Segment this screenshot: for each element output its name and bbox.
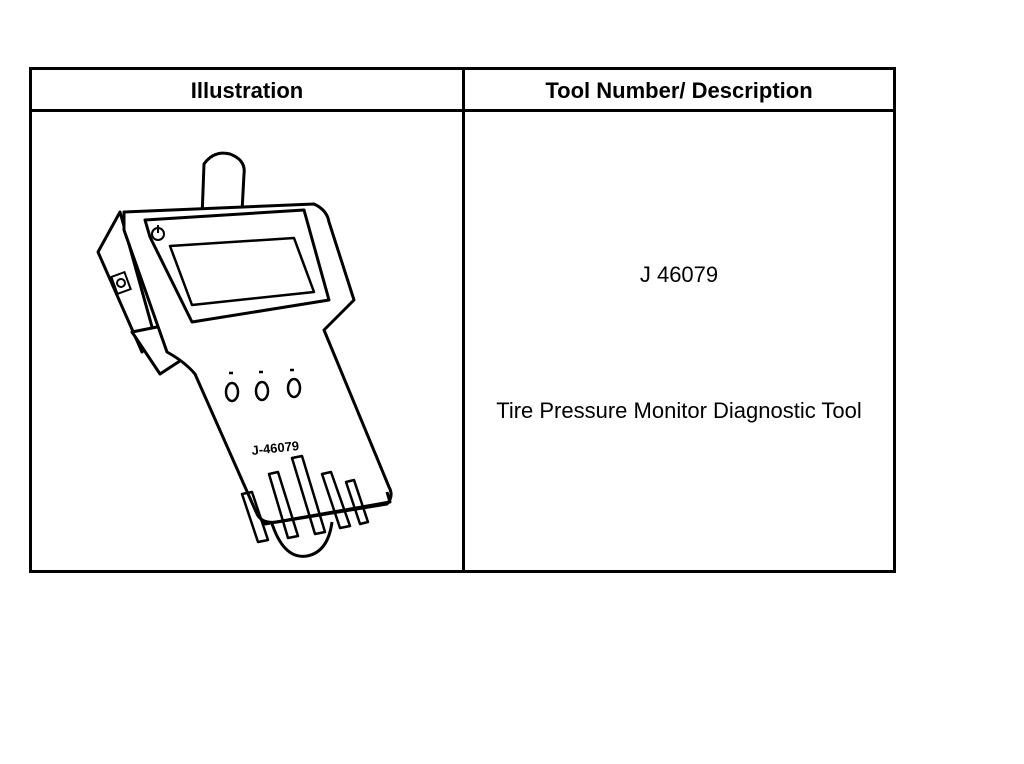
button-3 <box>286 377 302 399</box>
grip-slot <box>290 454 327 536</box>
tool-table: Illustration Tool Number/ Description <box>29 67 896 573</box>
illustration-cell: J-46079 <box>32 112 462 570</box>
grip-slot <box>240 490 270 544</box>
button-2 <box>254 380 270 402</box>
grip-slot <box>320 470 352 530</box>
grip-slot <box>344 478 370 526</box>
diagnostic-tool-illustration: J-46079 <box>96 151 393 558</box>
description-cell: J 46079 Tire Pressure Monitor Diagnostic… <box>465 112 893 570</box>
header-tool-description: Tool Number/ Description <box>545 78 813 103</box>
grip-slot <box>267 470 300 540</box>
column-divider <box>462 70 465 570</box>
tool-description: Tire Pressure Monitor Diagnostic Tool <box>496 398 862 423</box>
device-label: J-46079 <box>251 438 300 458</box>
tool-number: J 46079 <box>639 262 719 287</box>
header-illustration: Illustration <box>190 78 304 103</box>
button-1 <box>224 381 240 403</box>
